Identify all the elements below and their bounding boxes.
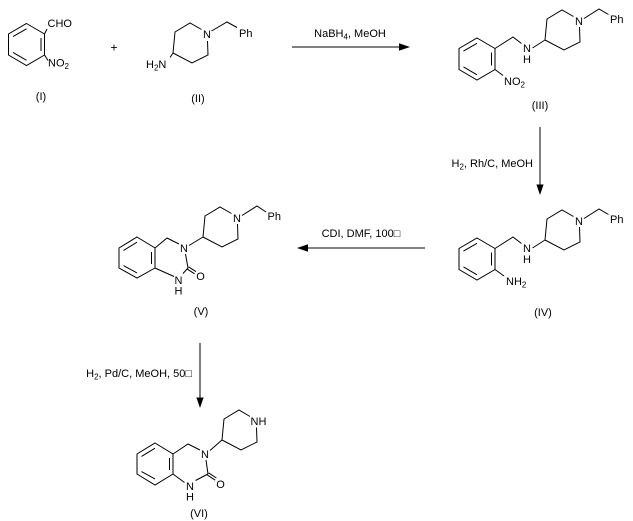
- n3-c2-bond: [205, 459, 209, 475]
- ring-nitrogen-label: N: [575, 216, 583, 228]
- compound-label-vi: (VI): [190, 508, 208, 520]
- structure-v: N N H O N Ph (V): [118, 205, 281, 318]
- bond-to-no2: [44, 54, 49, 61]
- bond-to-cho: [44, 28, 48, 35]
- carbonyl-double-bond: [186, 266, 197, 275]
- n3-piperidine-bond: [188, 236, 204, 246]
- benzyl-bonds: [583, 208, 609, 219]
- phenyl-label: Ph: [268, 211, 281, 223]
- amine-n-label: N: [523, 43, 531, 55]
- ch2-and-n3-bond: [172, 443, 201, 455]
- compound-label-ii: (II): [191, 93, 204, 105]
- benzylic-ch2-bonds: [494, 236, 522, 249]
- n1-h-label: H: [175, 286, 183, 298]
- arrow-head: [196, 397, 204, 408]
- compound-label-i: (I): [36, 91, 46, 103]
- benzylic-ch2-bonds: [494, 36, 522, 49]
- benzyl-bonds: [583, 8, 609, 19]
- benzyl-bonds: [241, 205, 267, 216]
- amine-h-label: H: [523, 254, 531, 266]
- piperidine-ring: [172, 22, 209, 64]
- carbonyl-double-bond: [207, 472, 217, 481]
- n1-ring-bond: [172, 473, 185, 483]
- reagent-label-step3: CDI, DMF, 100□: [322, 228, 401, 240]
- aldehyde-label: CHO: [48, 18, 73, 30]
- aromatic-double-bonds: [463, 42, 492, 76]
- structure-vi: N N H O NH (VI): [136, 409, 267, 520]
- reagent-label-step1: NaBH4, MeOH: [314, 28, 386, 42]
- benzene-ring: [458, 37, 496, 81]
- carbonyl-o-label: O: [196, 271, 205, 283]
- n3-label: N: [180, 243, 188, 255]
- reaction-arrow-step3: CDI, DMF, 100□: [297, 228, 425, 252]
- benzene-ring: [458, 237, 496, 281]
- reagent-label-step2: H2, Rh/C, MeOH: [452, 158, 534, 172]
- bond-nh-to-piperidine: [532, 239, 546, 249]
- piperidine-ring: [202, 206, 239, 248]
- reaction-arrow-step2: H2, Rh/C, MeOH: [452, 127, 544, 195]
- aromatic-double-bonds: [12, 28, 42, 61]
- nitro-label: NO2: [48, 58, 70, 72]
- arrow-head: [297, 244, 308, 252]
- piperidine-ring: [544, 9, 581, 51]
- ch2-and-n3-bond: [154, 237, 180, 249]
- n1-ring-bond: [154, 267, 175, 277]
- bond-to-nh2: [494, 269, 505, 277]
- piperidine-ring: [544, 209, 581, 251]
- aromatic-double-bonds: [141, 447, 170, 480]
- reaction-arrow-step1: NaBH4, MeOH: [292, 28, 410, 51]
- n1-label: N: [186, 481, 194, 493]
- compound-label-iv: (IV): [534, 307, 552, 319]
- ring-nh-label: NH: [251, 416, 267, 428]
- n3-c2-bond: [185, 253, 189, 269]
- nitro-label: NO2: [504, 76, 526, 90]
- phenyl-label: Ph: [239, 28, 252, 40]
- phenyl-label: Ph: [610, 214, 623, 226]
- ring-nitrogen-label: N: [233, 213, 241, 225]
- piperidine-ring: [221, 409, 258, 451]
- n3-label: N: [201, 449, 209, 461]
- structure-i: CHO NO2 (I): [8, 18, 73, 103]
- amine-h-label: H: [523, 54, 531, 66]
- c2-n1-bond: [195, 473, 209, 481]
- phenyl-label: Ph: [610, 14, 623, 26]
- structure-ii: H2N N Ph (II): [146, 21, 252, 105]
- reaction-arrow-step4: H2, Pd/C, MeOH, 50□: [86, 343, 204, 408]
- compound-label-iii: (III): [532, 100, 549, 112]
- bond-to-amine: [169, 52, 174, 58]
- compound-label-v: (V): [194, 306, 209, 318]
- arrow-head: [399, 43, 410, 51]
- n1-h-label: H: [186, 492, 194, 504]
- ring-nitrogen-label: N: [203, 29, 211, 41]
- structure-iii: N H N Ph NO2 (III): [458, 8, 623, 112]
- ring-nitrogen-label: N: [575, 16, 583, 28]
- amine-n-label: N: [523, 243, 531, 255]
- bond-to-no2: [494, 69, 504, 76]
- aromatic-double-bonds: [463, 242, 492, 276]
- n3-piperidine-bond: [209, 439, 223, 451]
- benzene-ring: [8, 22, 45, 67]
- benzene-ring: [118, 236, 156, 279]
- n1-label: N: [175, 275, 183, 287]
- arrow-head: [536, 184, 544, 195]
- structure-iv: N H N Ph NH2 (IV): [458, 208, 623, 319]
- plus-sign: +: [110, 41, 117, 55]
- bond-nh-to-piperidine: [532, 39, 546, 49]
- benzyl-bonds: [211, 21, 238, 32]
- aromatic-double-bonds: [123, 241, 152, 274]
- aniline-label: NH2: [506, 276, 527, 290]
- reagent-label-step4: H2, Pd/C, MeOH, 50□: [86, 368, 192, 382]
- c2-n1-bond: [182, 267, 189, 274]
- carbonyl-o-label: O: [216, 479, 225, 491]
- amine-label: H2N: [146, 59, 166, 73]
